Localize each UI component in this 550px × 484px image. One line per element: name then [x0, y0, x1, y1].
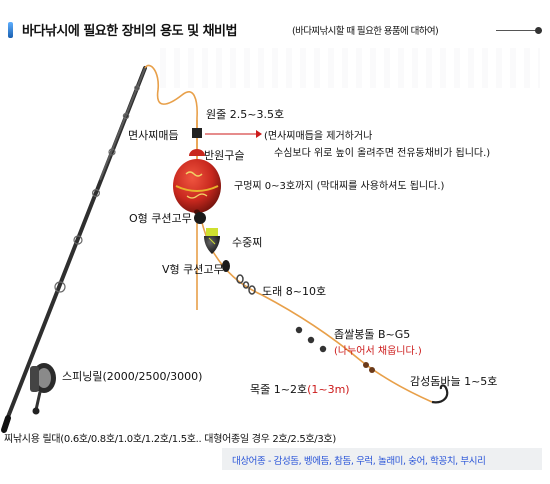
label-half-bead: 반원구슬: [204, 149, 245, 162]
main-line: [144, 64, 198, 310]
label-stopper-note-1: (면사찌매듭을 제거하거나: [264, 131, 373, 142]
label-float-stopper: 면사찌매듭: [128, 129, 179, 142]
label-leader: 목줄 1~2호(1~3m): [250, 381, 350, 397]
rod: [1, 66, 147, 433]
stopper-arrow: [205, 130, 262, 138]
target-species: 대상어종 - 감성돔, 벵에돔, 참돔, 우럭, 놀래미, 숭어, 학꽁치, 부…: [232, 456, 486, 467]
label-hole-float: 구멍찌 0~3호까지 (막대찌를 사용하셔도 됩니다.): [234, 181, 445, 192]
label-leader-length: (1~3m): [307, 383, 350, 396]
label-main-line: 원줄 2.5~3.5호: [206, 108, 285, 121]
label-split-shot-note: (나누어서 채웁니다.): [334, 346, 422, 357]
label-split-shot: 좁쌀봉돌 B~G5: [334, 328, 411, 341]
label-reel: 스피닝릴(2000/2500/3000): [62, 370, 203, 383]
v-cushion-rubber: [222, 260, 230, 272]
float-stopper-knot: [192, 128, 202, 138]
hook: [431, 384, 449, 404]
hole-float: [173, 159, 221, 215]
page-title: 바다낚시에 필요한 장비의 용도 및 채비법: [22, 24, 237, 39]
o-cushion-rubber: [194, 212, 206, 224]
title-accent-bar: [8, 22, 13, 38]
spinning-reel: [30, 363, 56, 415]
title-rule: [496, 30, 542, 31]
background-texture: [160, 48, 540, 88]
underwater-float: [204, 228, 220, 254]
leader-markers: [363, 362, 375, 373]
label-rod: 찌낚시용 릴대(0.6호/0.8호/1.0호/1.2호/1.5호.. 대형어종일…: [4, 434, 336, 445]
label-leader-size: 목줄 1~2호: [250, 383, 308, 396]
page-subtitle: (바다찌낚시할 때 필요한 용품에 대하여): [292, 26, 439, 37]
half-bead: [189, 149, 205, 156]
header: 바다낚시에 필요한 장비의 용도 및 채비법 (바다찌낚시할 때 필요한 용품에…: [0, 0, 550, 62]
label-v-cushion: V형 쿠션고무: [162, 263, 224, 276]
split-shots: [295, 326, 327, 353]
label-swivel: 도래 8~10호: [262, 285, 327, 298]
label-o-cushion: O형 쿠션고무: [129, 212, 192, 225]
swivel: [236, 274, 256, 295]
title-rule-dot: [535, 27, 542, 34]
label-hook: 감성돔바늘 1~5호: [410, 375, 498, 388]
label-stopper-note-2: 수심보다 위로 높이 올려주면 전유동채비가 됩니다.): [274, 148, 491, 159]
label-underwater-float: 수중찌: [232, 236, 263, 249]
rod-guides: [54, 85, 140, 293]
footer-bar: [222, 448, 542, 470]
